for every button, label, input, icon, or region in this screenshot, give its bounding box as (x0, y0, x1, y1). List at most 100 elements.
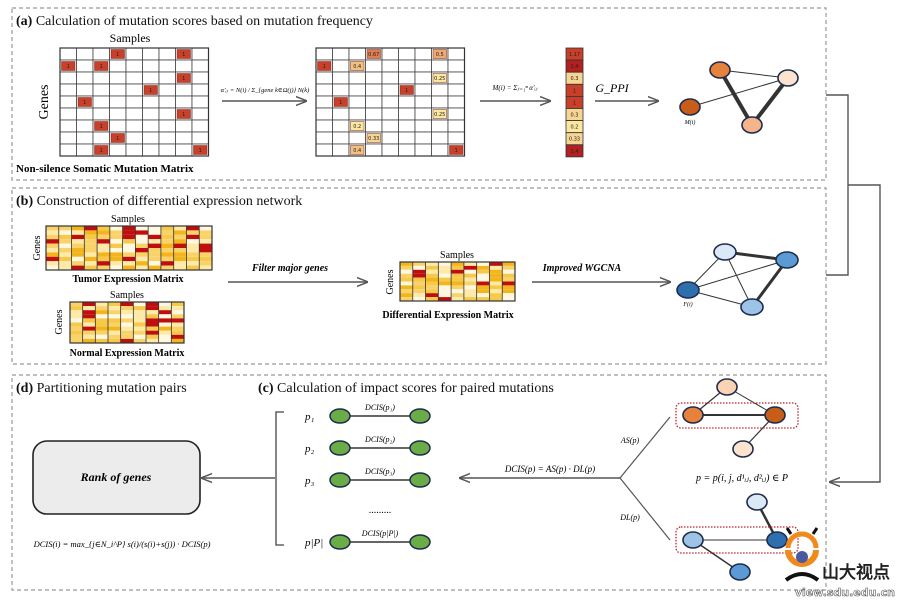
heatmap-cell (71, 252, 85, 257)
heatmap-cell (476, 262, 490, 266)
heatmap-cell (148, 243, 161, 248)
matrix-cell (447, 71, 465, 85)
matrix-value-cell (366, 49, 381, 59)
heatmap-cell (97, 252, 110, 257)
weight-formula: α′ᵢⱼ = N(i) / Σ_{gene k∈Ω(j)} N(k) (221, 87, 310, 94)
matrix-cell (109, 83, 127, 97)
matrix-value-cell (432, 73, 447, 83)
heatmap-cell (199, 243, 212, 248)
matrix-cell (447, 119, 465, 133)
heatmap-cell (463, 289, 477, 294)
heatmap-cell (463, 262, 477, 266)
heatmap-cell (199, 248, 212, 253)
heatmap-cell (476, 297, 490, 301)
heatmap-cell (71, 234, 85, 240)
matrix-cell (381, 83, 399, 97)
matrix-value-cell (77, 97, 92, 107)
heatmap-cell (463, 269, 477, 274)
heatmap-cell (97, 248, 110, 253)
heatmap-cell (158, 330, 172, 335)
heatmap-cell (173, 256, 187, 262)
heatmap-cell (171, 322, 184, 327)
wgcna-label: Improved WGCNA (542, 263, 622, 274)
heatmap-cell (476, 277, 490, 282)
heatmap-cell (438, 265, 452, 270)
heatmap-cell (135, 256, 149, 262)
section-d-title: Partitioning mutation pairs (37, 381, 187, 396)
heatmap-cell (58, 261, 72, 266)
pair-node (329, 534, 351, 550)
matrix-cell (398, 107, 416, 121)
vector-cell (565, 144, 584, 158)
matrix-cell (447, 59, 465, 73)
matrix-value-cell (317, 61, 332, 71)
vector-value: 0.3 (571, 76, 579, 82)
heatmap-cell (438, 293, 452, 298)
heatmap-cell (133, 318, 146, 323)
heatmap-cell (173, 243, 187, 248)
matrix-cell (315, 131, 333, 145)
matrix-value-cell (176, 49, 191, 59)
ppi-network: M(i) (679, 61, 799, 134)
heatmap-cell (412, 289, 426, 294)
matrix-cell (109, 143, 127, 157)
heatmap-cell (400, 281, 413, 286)
heatmap-cell (146, 302, 159, 307)
heatmap-cell (463, 285, 477, 290)
matrix-cell (142, 131, 160, 145)
matrix-cell (365, 107, 383, 121)
matrix-cell (158, 143, 176, 157)
heatmap-cell (148, 234, 161, 240)
vector-value: 0.33 (569, 137, 580, 143)
matrix-cell (191, 95, 209, 109)
heatmap-cell (171, 326, 184, 331)
dl-label: DL(p) (619, 513, 640, 522)
heatmap-cell (425, 297, 439, 301)
heatmap-cell (186, 234, 200, 240)
heatmap-cell (46, 265, 59, 270)
heatmap-cell (160, 265, 174, 270)
matrix-value: 0.25 (434, 76, 445, 82)
matrix-cell (109, 71, 127, 85)
heatmap-cell (158, 314, 172, 319)
heatmap-cell (158, 302, 172, 307)
matrix-cell (332, 107, 350, 121)
matrix-cell (414, 83, 432, 97)
heatmap-cell (108, 326, 121, 331)
heatmap-cell (97, 265, 110, 270)
matrix-value: 1 (116, 136, 119, 142)
heatmap-cell (109, 234, 123, 240)
heatmap-cell (502, 269, 515, 274)
matrix-cell (92, 71, 110, 85)
heatmap-cell (400, 289, 413, 294)
matrix-cell (191, 119, 209, 133)
matrix-cell (348, 107, 366, 121)
heatmap-cell (158, 310, 172, 315)
matrix-cell (76, 119, 94, 133)
heatmap-cell (84, 234, 98, 240)
heatmap-cell (135, 230, 149, 235)
heatmap-cell (71, 230, 85, 235)
heatmap-cell (148, 265, 161, 270)
heatmap-cell (148, 226, 161, 231)
matrix-cell (315, 95, 333, 109)
matrix-value-cell (399, 85, 414, 95)
heatmap-cell (84, 243, 98, 248)
samples-label: Samples (110, 31, 151, 45)
heatmap-cell (146, 310, 159, 315)
heatmap-cell (476, 293, 490, 298)
as-subnetwork (675, 378, 799, 458)
ppi-node-label: M(i) (684, 119, 696, 126)
matrix-cell (365, 119, 383, 133)
tumor-samples-label: Samples (111, 214, 145, 225)
filter-label: Filter major genes (251, 263, 328, 274)
matrix-cell (109, 95, 127, 109)
heatmap-cell (46, 243, 59, 248)
matrix-cell (191, 107, 209, 121)
heatmap-cell (451, 277, 464, 282)
ppi-label: G_PPI (595, 81, 629, 95)
heatmap-cell (58, 230, 72, 235)
heatmap-cell (160, 230, 174, 235)
